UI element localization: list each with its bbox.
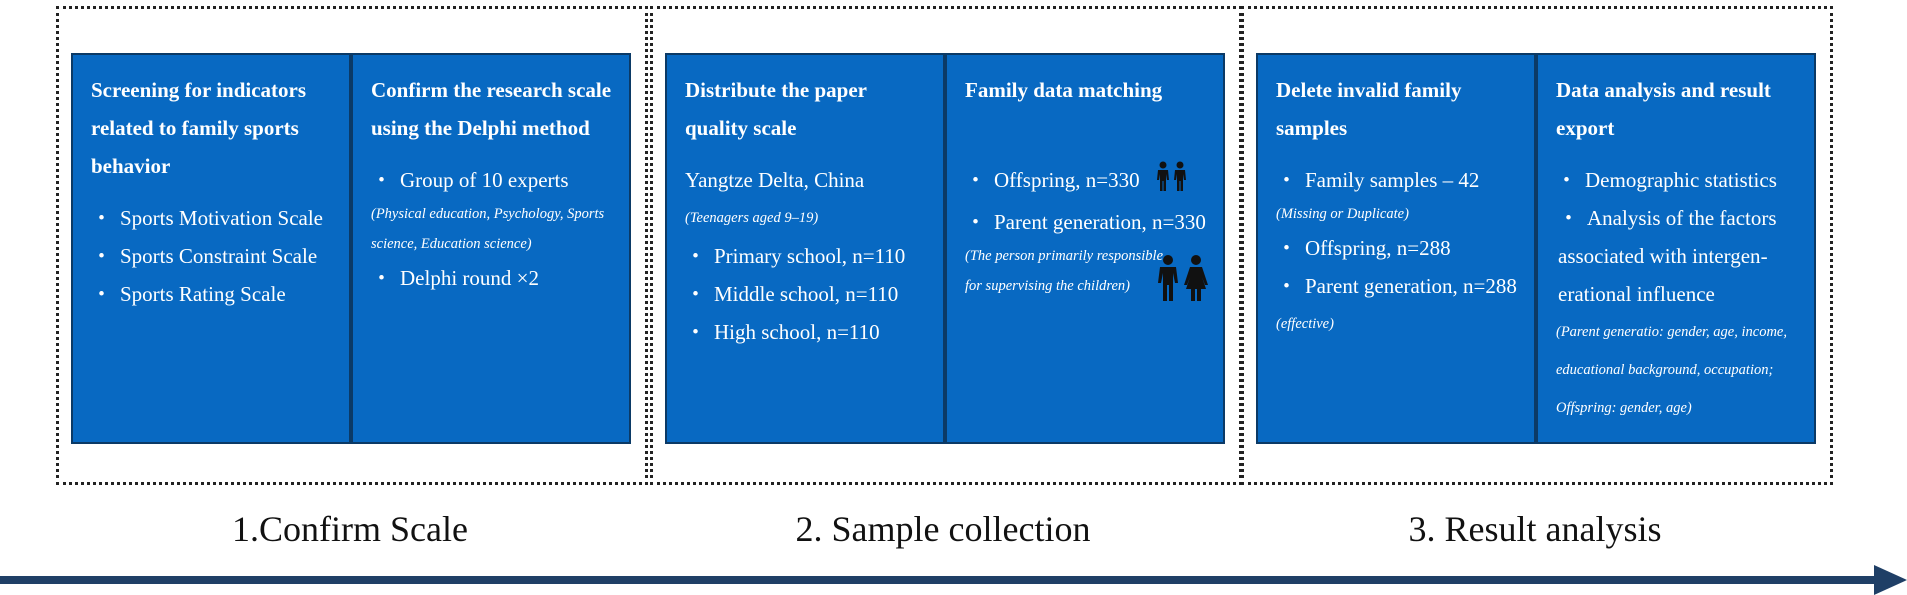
list-item: ・Family samples – 42 <box>1276 168 1480 192</box>
list-item: ・High school, n=110 <box>685 320 880 344</box>
box-family-matching: Family data matching ・Offspring, n=330 ・… <box>945 53 1225 444</box>
list-item: ・Parent generation, n=330 <box>965 210 1206 235</box>
box-title: Family data matching <box>965 78 1163 102</box>
note-text: (Parent generatio: gender, age, income, … <box>1556 324 1787 416</box>
list-item: ・Sports Rating Scale <box>91 282 286 306</box>
timeline-arrow-head <box>1874 565 1907 595</box>
list-item: ・Offspring, n=288 <box>1276 236 1451 260</box>
box-delphi-method: Confirm the research scale using the Del… <box>351 53 631 444</box>
box-title: Data analysis and result export <box>1556 78 1771 140</box>
box-title: Delete invalid family samples <box>1276 78 1462 140</box>
box-delete-invalid: Delete invalid family samples ・Family sa… <box>1256 53 1536 444</box>
box-screening-indicators: Screening for indicators related to fami… <box>71 53 351 444</box>
note-text: (Missing or Duplicate) <box>1276 206 1409 222</box>
list-item: ・Analysis of the factors associated with… <box>1558 206 1777 306</box>
region-text: Yangtze Delta, China <box>685 168 865 192</box>
timeline-arrow <box>0 565 1907 595</box>
list-item: ・Parent generation, n=288 <box>1276 274 1517 298</box>
box-data-analysis: Data analysis and result export ・Demogra… <box>1536 53 1816 444</box>
note-text: (Physical education, Psychology, Sports … <box>371 206 605 252</box>
list-item: ・Sports Constraint Scale <box>91 244 318 268</box>
stage-confirm-scale: Screening for indicators related to fami… <box>56 6 648 485</box>
box-distribute-scale: Distribute the paper quality scale Yangt… <box>665 53 945 444</box>
box-title: Confirm the research scale using the Del… <box>371 78 612 140</box>
box-title: Distribute the paper quality scale <box>685 78 867 140</box>
parents-icon <box>1155 255 1211 306</box>
note-text: (effective) <box>1276 316 1334 332</box>
list-item: ・Group of 10 experts <box>371 168 569 192</box>
list-item: ・Sports Motivation Scale <box>91 206 323 230</box>
note-text: (The person primarily responsible for su… <box>965 248 1164 295</box>
stage-label: 2. Sample collection <box>795 509 1091 549</box>
list-item: ・Delphi round ×2 <box>371 266 539 290</box>
stage-result-analysis: Delete invalid family samples ・Family sa… <box>1241 6 1833 485</box>
stage-sample-collection: Distribute the paper quality scale Yangt… <box>650 6 1242 485</box>
list-item: ・Middle school, n=110 <box>685 282 899 306</box>
list-item: ・Primary school, n=110 <box>685 244 906 268</box>
list-item: ・Offspring, n=330 <box>965 161 1209 203</box>
box-title: Screening for indicators related to fami… <box>91 78 307 178</box>
note-text: (Teenagers aged 9–19) <box>685 210 819 226</box>
stage-label: 3. Result analysis <box>1408 509 1662 549</box>
list-item: ・Demographic statistics <box>1556 168 1777 192</box>
stage-label: 1.Confirm Scale <box>232 509 468 549</box>
children-icon <box>1155 161 1189 203</box>
timeline-arrow-shaft <box>0 576 1876 584</box>
